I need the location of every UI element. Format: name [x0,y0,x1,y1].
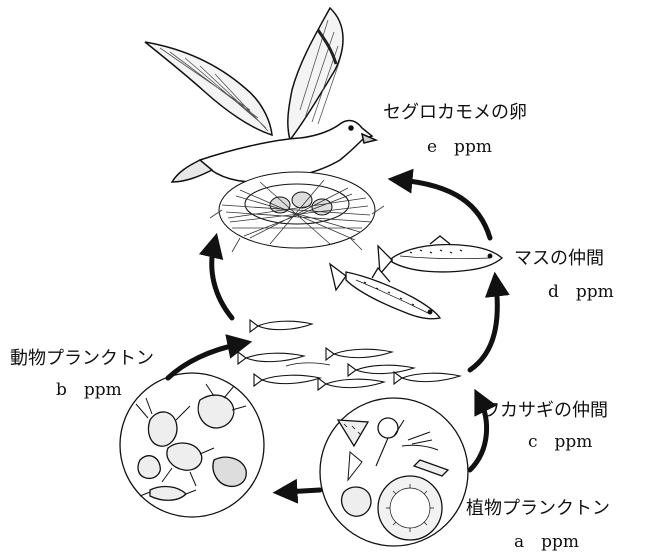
value-smelt: c ppm [528,432,592,452]
smelt-school-icon [238,320,460,390]
value-phytoplankton: a ppm [514,532,579,552]
nest-with-eggs-icon [210,172,384,252]
trout-icon [330,236,502,319]
label-smelt: ワカサギの仲間 [482,400,608,422]
value-zooplankton: b ppm [56,380,122,400]
label-gull-eggs: セグロカモメの卵 [383,102,527,124]
phytoplankton-icon [320,398,468,546]
seagull-icon [145,8,376,200]
label-zooplankton: 動物プランクトン [10,348,154,370]
zooplankton-icon [120,373,264,517]
label-phytoplankton: 植物プランクトン [466,498,610,520]
value-trout: d ppm [548,282,614,302]
label-trout: マスの仲間 [514,248,604,270]
value-gull-eggs: e ppm [427,137,492,157]
